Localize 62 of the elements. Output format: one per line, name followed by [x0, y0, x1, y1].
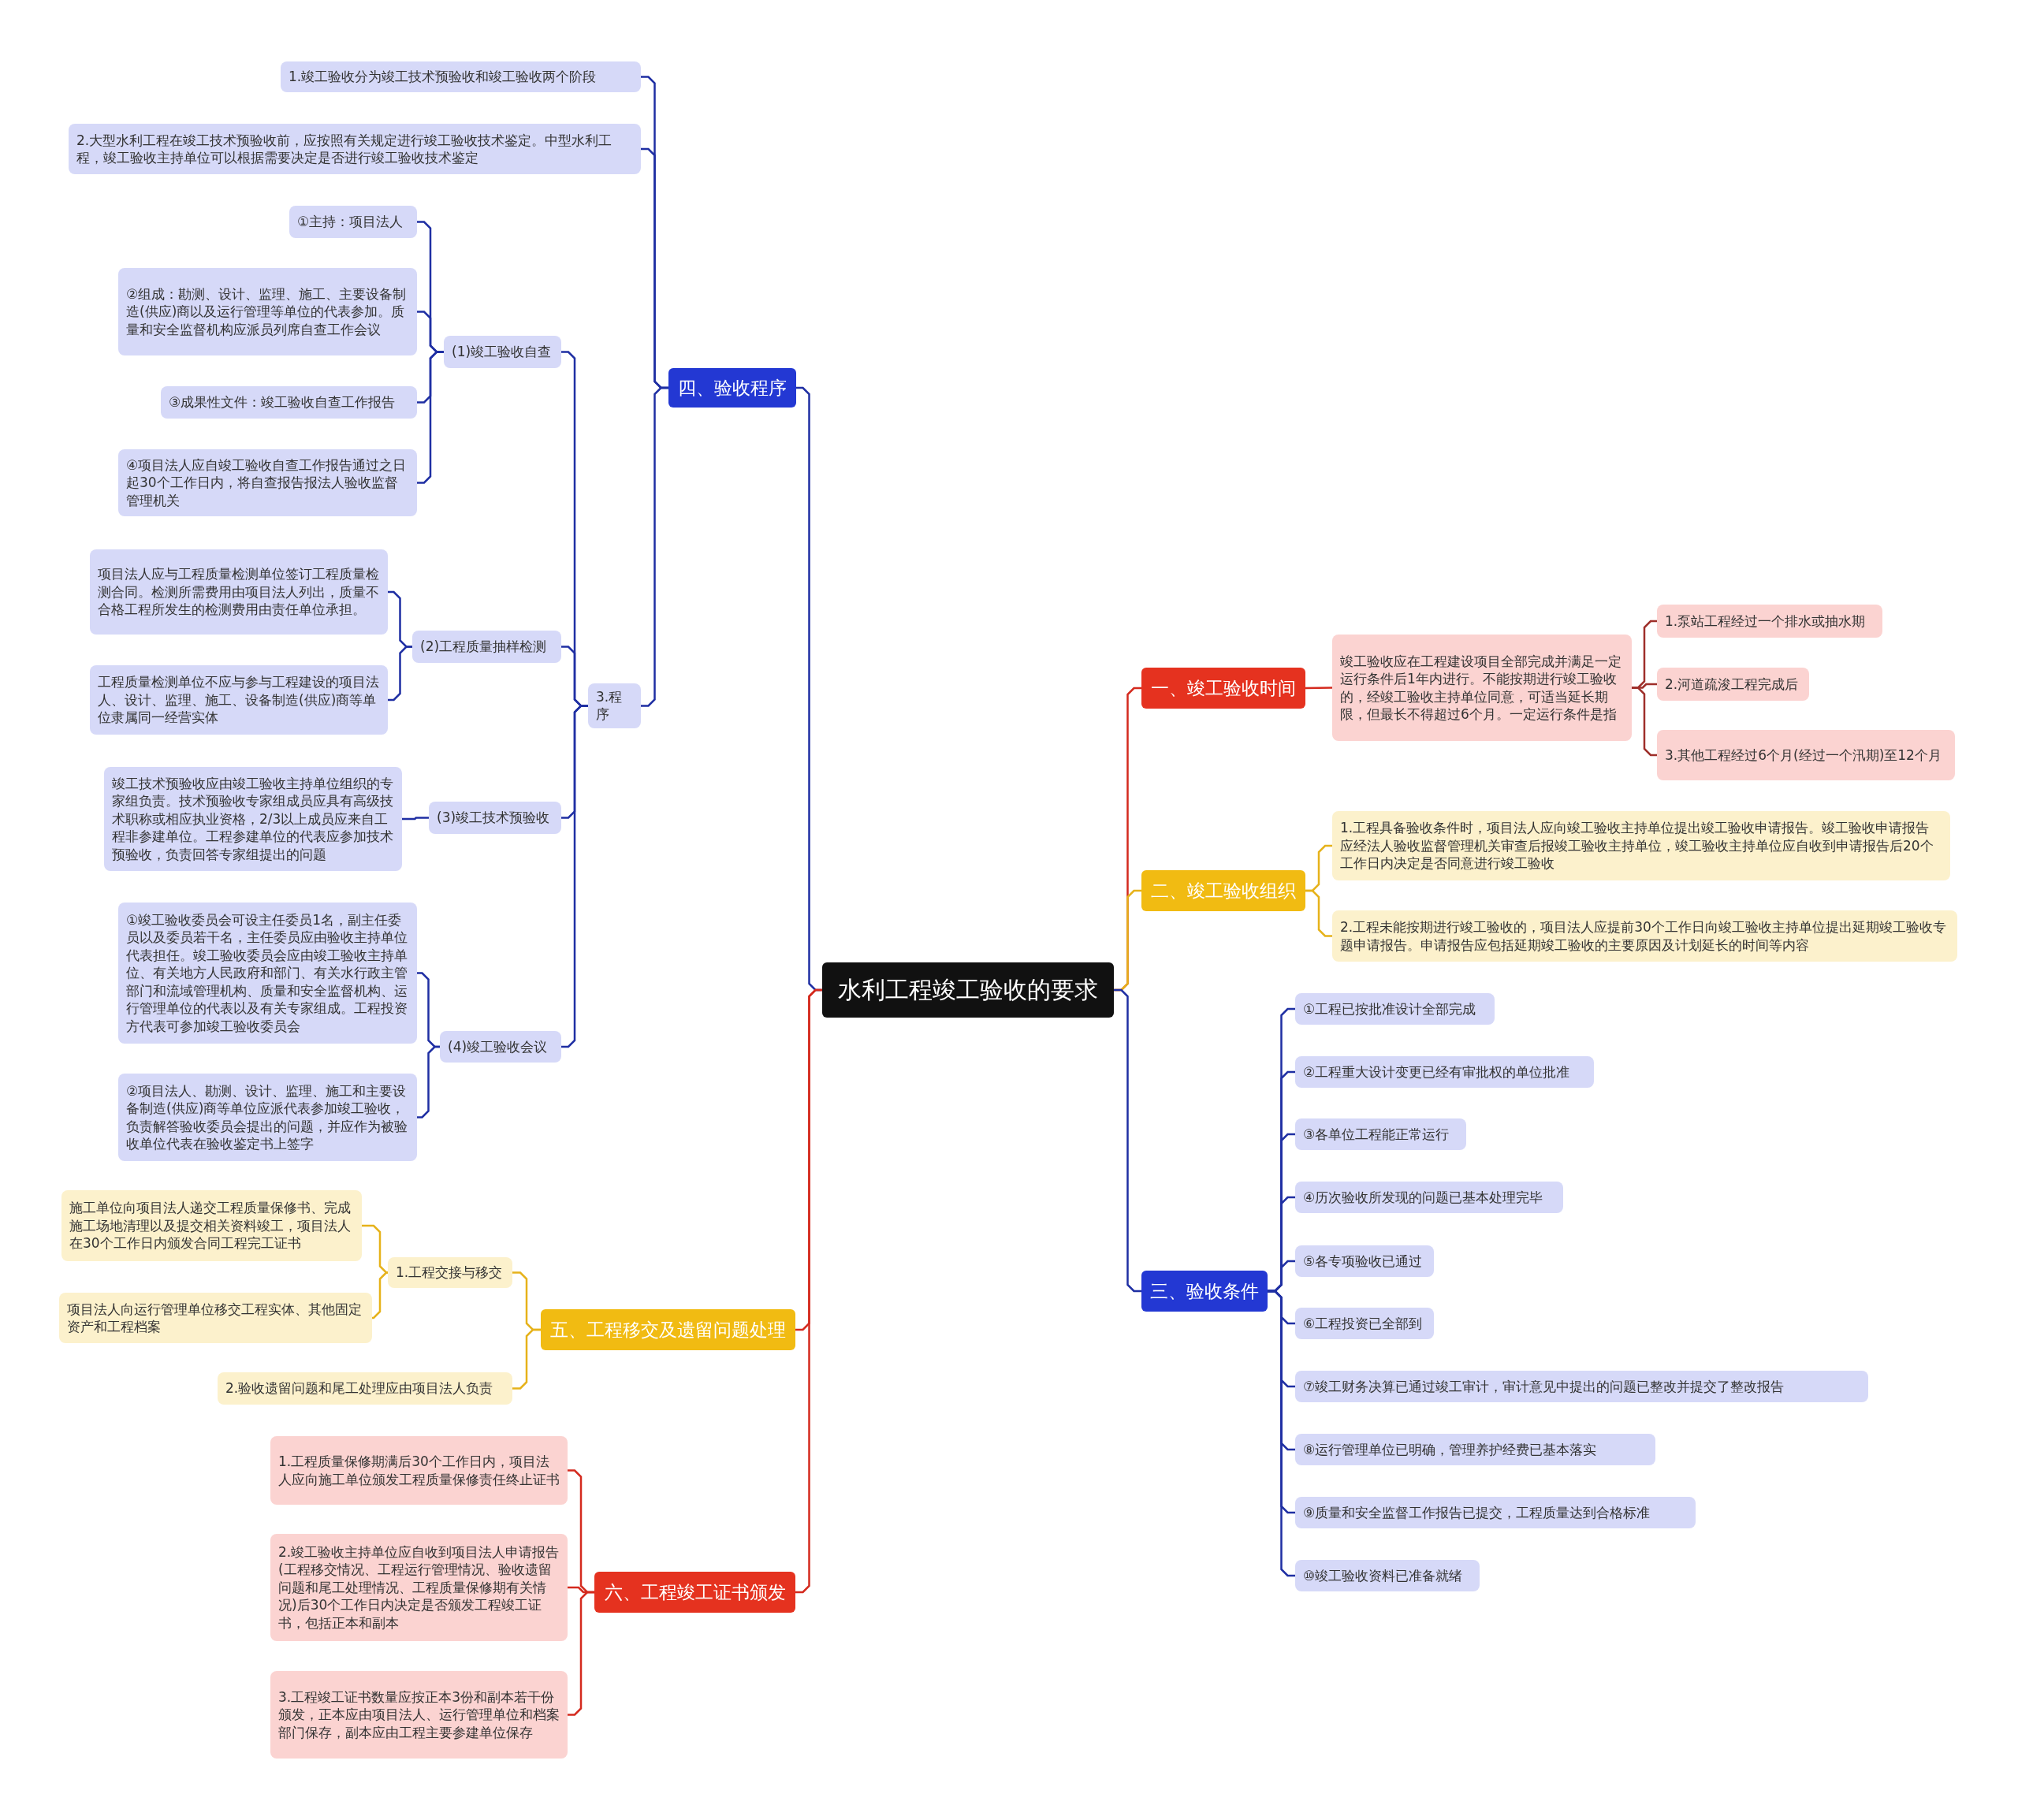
- connector-line: [1114, 988, 1141, 1293]
- central-topic: 水利工程竣工验收的要求: [822, 962, 1114, 1018]
- connector-line: [795, 988, 822, 1594]
- connector-line: [402, 817, 429, 821]
- connector-line: [388, 646, 412, 702]
- connector-line: [417, 351, 444, 484]
- subtopic-box: ⑥工程投资已全部到: [1295, 1308, 1434, 1339]
- subtopic-box: 3.其他工程经过6个月(经过一个汛期)至12个月: [1657, 730, 1955, 780]
- subtopic-box: 施工单位向项目法人递交工程质量保修书、完成施工场地清理以及提交相关资料竣工，项目法人在30个工作日内颁发合同工程完工证书: [61, 1190, 362, 1261]
- subtopic-box: ⑤各专项验收已通过: [1295, 1245, 1434, 1277]
- connector-line: [641, 386, 668, 707]
- subtopic-box: 项目法人向运行管理单位移交工程实体、其他固定资产和工程档案: [59, 1293, 372, 1343]
- subtopic-box: 2.竣工验收主持单位应自收到项目法人申请报告(工程移交情况、工程运行管理情况、验收遗留问题和尾工处理情况、工程质量保修期有关情况)后30个工作日内决定是否颁发工程竣工证书，包括正本和副本: [270, 1534, 568, 1641]
- subtopic-box: ①主持：项目法人: [289, 206, 417, 238]
- branch-topic: 一、竣工验收时间: [1141, 668, 1305, 709]
- subtopic-box: (4)竣工验收会议: [440, 1031, 561, 1063]
- subtopic-box: 2.大型水利工程在竣工技术预验收前，应按照有关规定进行竣工验收技术鉴定。中型水利工程，竣工验收主持单位可以根据需要决定是否进行竣工验收技术鉴定: [69, 124, 641, 174]
- connector-line: [1268, 1290, 1295, 1577]
- subtopic-box: ①工程已按批准设计全部完成: [1295, 993, 1495, 1025]
- subtopic-box: (3)竣工技术预验收: [429, 802, 561, 834]
- connector-line: [512, 1328, 541, 1390]
- subtopic-box: ⑦竣工财务决算已通过竣工审计，审计意见中提出的问题已整改并提交了整改报告: [1295, 1371, 1868, 1402]
- connector-line: [1305, 687, 1332, 690]
- subtopic-box: ③成果性文件：竣工验收自查工作报告: [161, 386, 417, 419]
- subtopic-box: 2.验收遗留问题和尾工处理应由项目法人负责: [218, 1372, 512, 1405]
- subtopic-box: ⑧运行管理单位已明确，管理养护经费已基本落实: [1295, 1434, 1655, 1465]
- connector-line: [1632, 687, 1657, 757]
- connector-line: [371, 1271, 389, 1319]
- connector-line: [362, 1224, 389, 1274]
- subtopic-box: 1.工程质量保修期满后30个工作日内，项目法人应向施工单位颁发工程质量保修责任终止证书: [270, 1436, 568, 1505]
- subtopic-box: ②工程重大设计变更已经有审批权的单位批准: [1295, 1056, 1594, 1088]
- branch-topic: 六、工程竣工证书颁发: [594, 1572, 795, 1613]
- subtopic-box: 1.竣工验收分为竣工技术预验收和竣工验收两个阶段: [281, 61, 641, 92]
- subtopic-box: 项目法人应与工程质量检测单位签订工程质量检测合同。检测所需费用由项目法人列出，质量不合格工程所发生的检测费用由责任单位承担。: [90, 549, 388, 635]
- branch-topic: 三、验收条件: [1141, 1271, 1268, 1312]
- branch-topic: 五、工程移交及遗留问题处理: [541, 1309, 795, 1350]
- subtopic-box: 竣工验收应在工程建设项目全部完成并满足一定运行条件后1年内进行。不能按期进行竣工验收的，经竣工验收主持单位同意，可适当延长期限，但最长不得超过6个月。一定运行条件是指: [1332, 635, 1632, 741]
- subtopic-box: 2.工程未能按期进行竣工验收的，项目法人应提前30个工作日向竣工验收主持单位提出延期竣工验收专题申请报告。申请报告应包括延期竣工验收的主要原因及计划延长的时间等内容: [1332, 910, 1957, 962]
- subtopic-box: ②项目法人、勘测、设计、监理、施工和主要设备制造(供应)商等单位应派代表参加竣工验收，负责解答验收委员会提出的问题，并应作为被验收单位代表在验收鉴定书上签字: [118, 1074, 417, 1161]
- subtopic-box: 1.工程具备验收条件时，项目法人应向竣工验收主持单位提出竣工验收申请报告。竣工验收申请报告应经法人验收监督管理机关审查后报竣工验收主持单位，竣工验收主持单位应自收到申请报告后20个工作日内决定是否同意进行竣工验收: [1332, 811, 1950, 880]
- subtopic-box: 工程质量检测单位不应与参与工程建设的项目法人、设计、监理、施工、设备制造(供应)商等单位隶属同一经营实体: [90, 665, 388, 735]
- subtopic-box: 1.泵站工程经过一个排水或抽水期: [1657, 605, 1882, 638]
- subtopic-box: ④历次验收所发现的问题已基本处理完毕: [1295, 1182, 1563, 1213]
- subtopic-box: 2.河道疏浚工程完成后: [1657, 668, 1809, 701]
- subtopic-box: 3.程序: [588, 683, 641, 728]
- connector-line: [417, 1045, 440, 1118]
- subtopic-box: 1.工程交接与移交: [388, 1257, 512, 1288]
- branch-topic: 二、竣工验收组织: [1141, 870, 1305, 911]
- subtopic-box: (2)工程质量抽样检测: [412, 631, 561, 663]
- subtopic-box: 竣工技术预验收应由竣工验收主持单位组织的专家组负责。技术预验收专家组成员应具有高级技术职称或相应执业资格，2/3以上成员应来自工程非参建单位。工程参建单位的代表应参加技术预验收，负责回答专家组提出的问题: [104, 767, 402, 871]
- subtopic-box: ②组成：勘测、设计、监理、施工、主要设备制造(供应)商以及运行管理等单位的代表参加。质量和安全监督机构应派员列席自查工作会议: [118, 268, 417, 355]
- branch-topic: 四、验收程序: [668, 368, 796, 408]
- subtopic-box: 3.工程竣工证书数量应按正本3份和副本若干份颁发，正本应由项目法人、运行管理单位和档案部门保存，副本应由工程主要参建单位保存: [270, 1671, 568, 1759]
- connector-line: [561, 705, 588, 1048]
- connector-line: [1305, 889, 1332, 937]
- subtopic-box: ⑩竣工验收资料已准备就绪: [1295, 1560, 1480, 1591]
- subtopic-box: (1)竣工验收自查: [444, 336, 561, 368]
- subtopic-box: ④项目法人应自竣工验收自查工作报告通过之日起30个工作日内，将自查报告报法人验收监督管理机关: [118, 449, 417, 516]
- subtopic-box: ③各单位工程能正常运行: [1295, 1118, 1466, 1150]
- connector-line: [568, 1591, 594, 1716]
- subtopic-box: ⑨质量和安全监督工作报告已提交，工程质量达到合格标准: [1295, 1497, 1696, 1528]
- subtopic-box: ①竣工验收委员会可设主任委员1名，副主任委员以及委员若干名，主任委员应由验收主持单位代表担任。竣工验收委员会应由竣工验收主持单位、有关地方人民政府和部门、有关水行政主管部门和流域管理机构、质量和安全监督机构、运行管理单位的代表以及有关专家组成。工程投资方代表可参加竣工验收委员会: [118, 903, 417, 1044]
